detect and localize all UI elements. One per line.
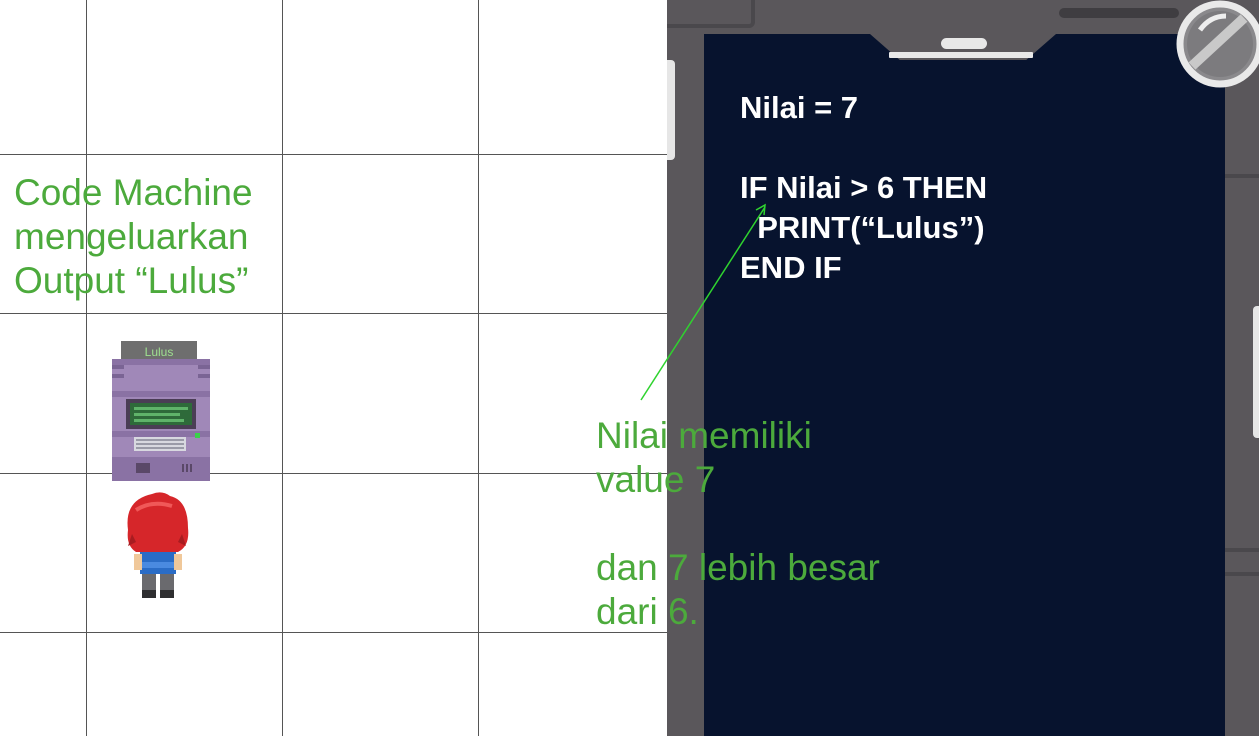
side-tab [667, 60, 675, 160]
annotation-line: Nilai memiliki [596, 415, 812, 456]
grid-line [0, 632, 667, 633]
code-screen [704, 34, 1225, 736]
magnifier-icon[interactable] [1170, 0, 1259, 90]
code-line [740, 128, 987, 168]
code-line: END IF [740, 250, 842, 285]
annotation-line [596, 502, 880, 546]
annotation-line: dari 6. [596, 591, 699, 632]
annotation-right: Nilai memiliki value 7 dan 7 lebih besar… [596, 414, 880, 634]
frame-decoration [667, 0, 755, 28]
annotation-line: value 7 [596, 459, 716, 500]
grid-line [0, 313, 667, 314]
code-listing: Nilai = 7 IF Nilai > 6 THEN PRINT(“Lulus… [740, 88, 987, 288]
code-machine[interactable] [110, 341, 212, 483]
grid-line [282, 0, 283, 736]
notch-button [941, 38, 987, 49]
side-tab [1253, 306, 1259, 438]
code-line: Nilai = 7 [740, 90, 859, 125]
annotation-left: Code Machine mengeluarkan Output “Lulus” [14, 171, 253, 303]
notch-highlight [889, 52, 1033, 58]
player-character[interactable] [122, 490, 192, 602]
annotation-line: dan 7 lebih besar [596, 547, 880, 588]
grid-line [86, 0, 87, 736]
grid-line [0, 473, 667, 474]
code-line: IF Nilai > 6 THEN [740, 170, 988, 205]
grid-line [0, 154, 667, 155]
annotation-line: Output “Lulus” [14, 260, 249, 301]
frame-bar [1059, 8, 1179, 18]
annotation-line: Code Machine [14, 172, 253, 213]
grid-line [478, 0, 479, 736]
code-device-panel [667, 0, 1259, 736]
frame-decoration [1220, 548, 1259, 576]
annotation-line: mengeluarkan [14, 216, 249, 257]
code-line: PRINT(“Lulus”) [740, 210, 985, 245]
machine-output-label: Lulus [144, 345, 174, 359]
game-grid [0, 0, 667, 736]
